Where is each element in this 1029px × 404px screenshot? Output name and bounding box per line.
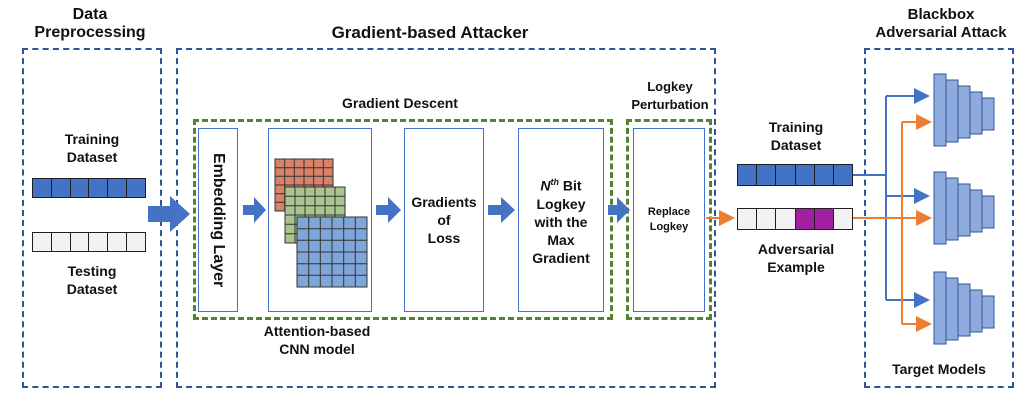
testing-dataset-cells: [32, 232, 146, 252]
cnn-box: [268, 128, 372, 312]
replace-logkey-box: Replace Logkey: [633, 128, 705, 312]
target-models-label: Target Models: [892, 361, 986, 377]
output-training-dataset-label: Training Dataset: [768, 119, 824, 153]
blackbox-title: Blackbox Adversarial Attack: [875, 6, 1007, 41]
target-model-stack-1: [933, 73, 995, 147]
gradient-descent-label: Gradient Descent: [342, 95, 458, 111]
gradients-of-loss-label: Gradients of Loss: [411, 194, 477, 246]
arrow-preprocess-to-attacker: [148, 196, 190, 232]
perturbation-region: [626, 119, 712, 320]
attacker-title: Gradient-based Attacker: [331, 23, 529, 42]
adversarial-example-cells: [737, 208, 853, 230]
output-training-cells: [737, 164, 853, 186]
adversarial-example-label: Adversarial Example: [757, 241, 835, 275]
nth-bit-logkey-label: Nth Bit Logkey with the Max Gradient: [532, 177, 590, 266]
gradients-of-loss-box: Gradients of Loss: [404, 128, 484, 312]
logkey-perturbation-label: Logkey Perturbation: [631, 79, 709, 112]
gradient-descent-region: [193, 119, 613, 320]
training-to-models-lines: [853, 88, 930, 308]
testing-dataset-label: Testing Dataset: [66, 263, 118, 297]
training-dataset-label: Training Dataset: [64, 131, 120, 165]
embedding-layer-box: Embedding Layer: [198, 128, 238, 312]
cnn-model-label: Attention-based CNN model: [263, 323, 371, 357]
arrow-embed-to-cnn: [243, 197, 266, 223]
nth-bit-logkey-box: Nth Bit Logkey with the Max Gradient: [518, 128, 604, 312]
preprocessing-title: Data Preprocessing: [34, 6, 146, 41]
training-dataset-cells: [32, 178, 146, 198]
embedding-layer-label: Embedding Layer: [210, 152, 227, 288]
arrow-gradients-to-nth: [488, 197, 515, 223]
target-model-stack-2: [933, 171, 995, 245]
adversarial-to-models-lines: [853, 114, 932, 332]
feature-map-stack: [274, 158, 368, 288]
arrow-cnn-to-gradients: [376, 197, 401, 223]
feature-map-blue: [296, 216, 368, 288]
arrow-nth-to-replace: [608, 197, 630, 223]
replace-logkey-label: Replace Logkey: [647, 206, 691, 233]
target-model-stack-3: [933, 271, 995, 345]
